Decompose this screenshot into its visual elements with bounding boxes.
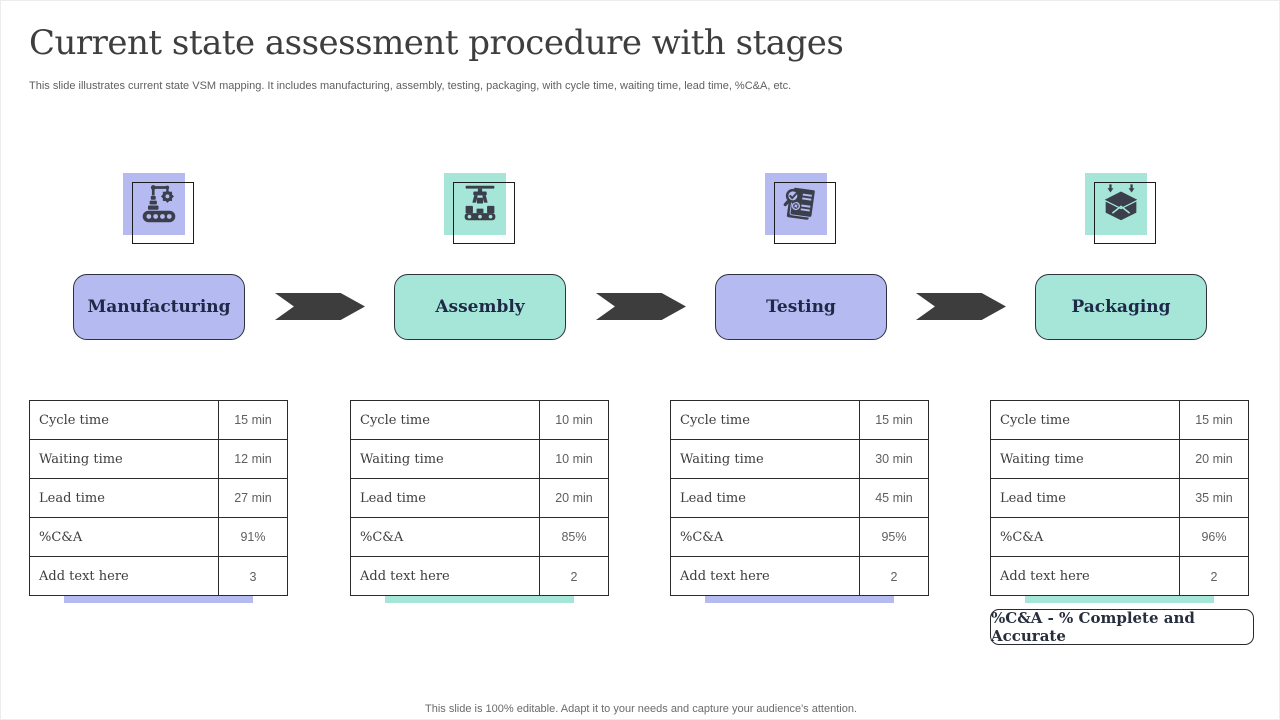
packaging-icon-block xyxy=(1085,173,1156,244)
table-accent-bar xyxy=(385,595,574,603)
table-row: %C&A 85% xyxy=(351,518,608,557)
page-subtitle: This slide illustrates current state VSM… xyxy=(29,80,792,92)
row-value: 91% xyxy=(240,530,266,544)
table-row: Lead time 27 min xyxy=(30,479,287,518)
row-label: Waiting time xyxy=(351,440,540,478)
testing-metrics-table: Cycle time 15 min Waiting time 30 min Le… xyxy=(670,400,929,596)
row-value: 2 xyxy=(1210,569,1218,584)
row-label: Add text here xyxy=(671,557,860,596)
row-value: 45 min xyxy=(875,491,913,505)
row-value: 20 min xyxy=(1195,452,1233,466)
manufacturing-icon-block xyxy=(123,173,194,244)
assembly-icon-block xyxy=(444,173,515,244)
row-value: 96% xyxy=(1201,530,1227,544)
table-accent-bar xyxy=(64,595,253,603)
row-value: 10 min xyxy=(555,452,593,466)
stage-label: Testing xyxy=(766,297,836,317)
flow-arrow-icon xyxy=(275,293,365,320)
table-row: Cycle time 15 min xyxy=(30,401,287,440)
row-label: Cycle time xyxy=(991,401,1180,439)
stage-label-box-testing: Testing xyxy=(715,274,887,340)
table-row: Add text here 2 xyxy=(671,557,928,596)
row-label: Lead time xyxy=(30,479,219,517)
row-label: %C&A xyxy=(671,518,860,556)
row-label: Add text here xyxy=(351,557,540,596)
table-row: Add text here 2 xyxy=(991,557,1248,596)
row-label: Lead time xyxy=(671,479,860,517)
row-label: Waiting time xyxy=(30,440,219,478)
row-value: 3 xyxy=(249,569,257,584)
page-title: Current state assessment procedure with … xyxy=(29,23,844,63)
stage-label-box-manufacturing: Manufacturing xyxy=(73,274,245,340)
table-row: %C&A 91% xyxy=(30,518,287,557)
cna-definition-note: %C&A - % Complete and Accurate xyxy=(990,609,1254,645)
table-row: Waiting time 12 min xyxy=(30,440,287,479)
footer-note: This slide is 100% editable. Adapt it to… xyxy=(425,703,857,715)
row-label: %C&A xyxy=(991,518,1180,556)
row-value: 15 min xyxy=(875,413,913,427)
row-label: Add text here xyxy=(30,557,219,596)
manufacturing-metrics-table: Cycle time 15 min Waiting time 12 min Le… xyxy=(29,400,288,596)
table-row: Cycle time 15 min xyxy=(991,401,1248,440)
stage-label: Packaging xyxy=(1071,297,1171,317)
table-row: %C&A 96% xyxy=(991,518,1248,557)
table-row: Waiting time 20 min xyxy=(991,440,1248,479)
table-row: %C&A 95% xyxy=(671,518,928,557)
row-label: Waiting time xyxy=(671,440,860,478)
row-value: 2 xyxy=(570,569,578,584)
row-value: 95% xyxy=(881,530,907,544)
table-row: Cycle time 10 min xyxy=(351,401,608,440)
assembly-metrics-table: Cycle time 10 min Waiting time 10 min Le… xyxy=(350,400,609,596)
row-label: %C&A xyxy=(30,518,219,556)
row-value: 12 min xyxy=(234,452,272,466)
table-row: Lead time 35 min xyxy=(991,479,1248,518)
assembly-gripper-icon xyxy=(464,185,496,221)
row-label: Lead time xyxy=(991,479,1180,517)
packaging-metrics-table: Cycle time 15 min Waiting time 20 min Le… xyxy=(990,400,1249,596)
row-value: 2 xyxy=(890,569,898,584)
row-value: 85% xyxy=(561,530,587,544)
icon-outline-square xyxy=(774,182,836,244)
icon-outline-square xyxy=(1094,182,1156,244)
table-row: Lead time 20 min xyxy=(351,479,608,518)
row-value: 27 min xyxy=(234,491,272,505)
row-value: 15 min xyxy=(234,413,272,427)
table-row: Lead time 45 min xyxy=(671,479,928,518)
row-value: 35 min xyxy=(1195,491,1233,505)
row-value: 10 min xyxy=(555,413,593,427)
stage-label: Assembly xyxy=(435,297,525,317)
testing-icon-block xyxy=(765,173,836,244)
row-label: Cycle time xyxy=(351,401,540,439)
robotic-arm-conveyor-icon xyxy=(142,185,176,223)
flow-arrow-icon xyxy=(916,293,1006,320)
row-label: Cycle time xyxy=(30,401,219,439)
table-row: Waiting time 10 min xyxy=(351,440,608,479)
stage-label-box-assembly: Assembly xyxy=(394,274,566,340)
table-accent-bar xyxy=(705,595,894,603)
row-label: Waiting time xyxy=(991,440,1180,478)
icon-outline-square xyxy=(132,182,194,244)
flow-arrow-icon xyxy=(596,293,686,320)
row-label: Lead time xyxy=(351,479,540,517)
open-box-packing-icon xyxy=(1104,184,1138,221)
row-label: %C&A xyxy=(351,518,540,556)
stage-label: Manufacturing xyxy=(87,297,231,317)
row-value: 20 min xyxy=(555,491,593,505)
table-accent-bar xyxy=(1025,595,1214,603)
icon-color-square xyxy=(444,173,506,235)
icon-outline-square xyxy=(453,182,515,244)
table-row: Waiting time 30 min xyxy=(671,440,928,479)
table-row: Add text here 2 xyxy=(351,557,608,596)
inspection-checklist-icon xyxy=(783,186,816,220)
cna-note-label: %C&A - % Complete and Accurate xyxy=(991,609,1195,645)
table-row: Cycle time 15 min xyxy=(671,401,928,440)
row-label: Add text here xyxy=(991,557,1180,596)
stage-label-box-packaging: Packaging xyxy=(1035,274,1207,340)
table-row: Add text here 3 xyxy=(30,557,287,596)
row-value: 15 min xyxy=(1195,413,1233,427)
row-value: 30 min xyxy=(875,452,913,466)
row-label: Cycle time xyxy=(671,401,860,439)
